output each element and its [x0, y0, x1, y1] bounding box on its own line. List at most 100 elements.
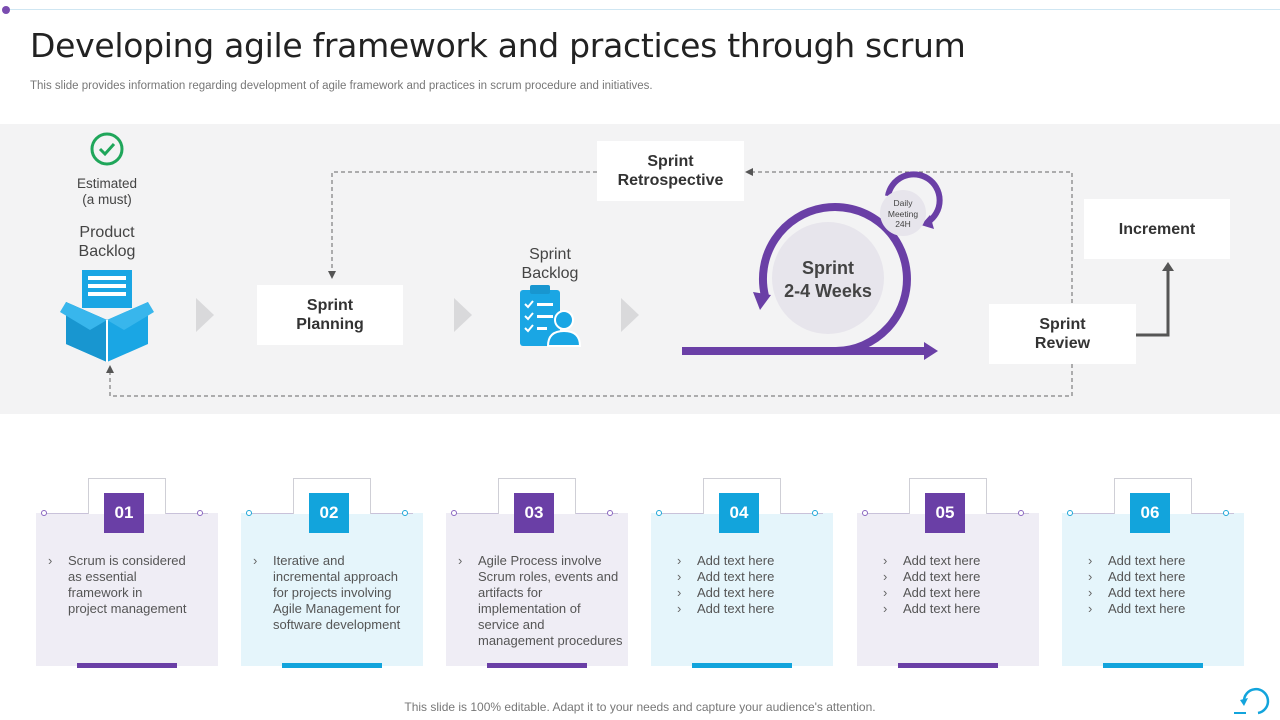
- card-number-badge: 01: [104, 493, 144, 533]
- sprint-backlog-label: Sprint Backlog: [521, 246, 579, 282]
- bullet-mark: ›: [677, 553, 682, 568]
- top-rule: [6, 9, 1280, 10]
- list-item: › Add text here: [677, 585, 823, 601]
- clipboard-user-icon: [520, 285, 582, 347]
- list-item-line: Add text here: [1108, 585, 1186, 600]
- list-item-line: artifacts for: [478, 585, 543, 600]
- list-item-line: Add text here: [697, 585, 775, 600]
- list-item: › Add text here: [883, 585, 1029, 601]
- list-item-line: for projects involving: [273, 585, 392, 600]
- card-panel: [1062, 513, 1244, 666]
- sprint-cycle-circle: [772, 222, 884, 334]
- list-item-text: Add text here: [1108, 553, 1234, 569]
- sprint-cycle-label: Sprint 2-4 Weeks: [784, 258, 872, 301]
- page-title: Developing agile framework and practices…: [30, 26, 966, 65]
- card-panel: [857, 513, 1039, 666]
- list-item: › Add text here: [677, 553, 823, 569]
- list-item-line: Iterative and: [273, 553, 345, 568]
- card-rule-dot: [41, 510, 47, 516]
- card-rule-dot: [1223, 510, 1229, 516]
- daily-meeting-label: Daily Meeting 24H: [887, 198, 919, 229]
- list-item-text: Add text here: [697, 553, 823, 569]
- card-text: › Add text here › Add text here › Add text he…: [1074, 553, 1234, 617]
- list-item-text: Add text here: [697, 585, 823, 601]
- bullet-mark: ›: [677, 569, 682, 584]
- list-item-line: incremental approach: [273, 569, 399, 584]
- card-text: › Add text here › Add text here › Add text he…: [869, 553, 1029, 617]
- card-bottom-bar: [1103, 663, 1203, 668]
- list-item: › Add text here: [883, 569, 1029, 585]
- bullet-mark: ›: [883, 553, 888, 568]
- card-rule-dot: [1018, 510, 1024, 516]
- bullet-mark: ›: [1088, 569, 1093, 584]
- card-number-badge: 02: [309, 493, 349, 533]
- bullet-mark: ›: [883, 569, 888, 584]
- card-text: › Add text here › Add text here › Add text he…: [663, 553, 823, 617]
- card-panel: [651, 513, 833, 666]
- list-item-line: Add text here: [697, 601, 775, 616]
- card-rule-dot: [402, 510, 408, 516]
- bullet-mark: ›: [48, 553, 53, 568]
- footer-note: This slide is 100% editable. Adapt it to…: [404, 700, 876, 714]
- increment-box: Increment: [1084, 199, 1230, 259]
- list-item-line: Add text here: [697, 569, 775, 584]
- card-panel: [446, 513, 628, 666]
- list-item: › Add text here: [677, 601, 823, 617]
- list-item-line: Add text here: [903, 569, 981, 584]
- card-bottom-bar: [898, 663, 998, 668]
- chevron-right-icon: [621, 298, 639, 332]
- list-item: › Add text here: [1088, 569, 1234, 585]
- bullet-mark: ›: [677, 585, 682, 600]
- card-rule-dot: [197, 510, 203, 516]
- list-item-text: Add text here: [903, 585, 1029, 601]
- estimated-label: Estimated (a must): [76, 176, 138, 207]
- list-item-line: project management: [68, 601, 187, 616]
- refresh-icon: [1234, 687, 1270, 715]
- list-item-text: Add text here: [1108, 569, 1234, 585]
- list-item-text: Add text here: [1108, 585, 1234, 601]
- list-item-line: Add text here: [1108, 601, 1186, 616]
- list-item: › Add text here: [883, 553, 1029, 569]
- list-item-text: Add text here: [903, 569, 1029, 585]
- card-number-badge: 03: [514, 493, 554, 533]
- card-panel: [241, 513, 423, 666]
- bullet-mark: ›: [677, 601, 682, 616]
- bullet-mark: ›: [883, 601, 888, 616]
- list-item-line: Agile Management for: [273, 601, 401, 616]
- list-item-line: Add text here: [697, 553, 775, 568]
- card-number-badge: 04: [719, 493, 759, 533]
- list-item-line: Add text here: [903, 601, 981, 616]
- card-rule-dot: [862, 510, 868, 516]
- bullet-mark: ›: [1088, 601, 1093, 616]
- bullet-mark: ›: [883, 585, 888, 600]
- list-item: ›Add text here: [1088, 585, 1234, 601]
- card-rule-dot: [451, 510, 457, 516]
- card-bottom-bar: [692, 663, 792, 668]
- card-rule-dot: [1067, 510, 1073, 516]
- top-rule-dot: [2, 6, 10, 14]
- card-rule-dot: [812, 510, 818, 516]
- list-item-line: Add text here: [1108, 553, 1186, 568]
- list-item-line: software development: [273, 617, 401, 632]
- list-item: › Add text here: [1088, 553, 1234, 569]
- bullet-mark: ›: [458, 553, 463, 568]
- list-item-line: as essential: [68, 569, 137, 584]
- card-panel: [36, 513, 218, 666]
- bullet-mark: ›: [1088, 553, 1093, 568]
- list-item: › Add text here: [1088, 601, 1234, 617]
- open-box-icon: [60, 270, 154, 362]
- list-item-line: Scrum is considered: [68, 553, 186, 568]
- list-item-line: Add text here: [903, 553, 981, 568]
- chevron-right-icon: [196, 298, 214, 332]
- list-item-line: Scrum roles, events and: [478, 569, 619, 584]
- list-item: › Add text here: [677, 569, 823, 585]
- list-item-line: management procedures: [478, 633, 623, 648]
- list-item: › Add text here: [883, 601, 1029, 617]
